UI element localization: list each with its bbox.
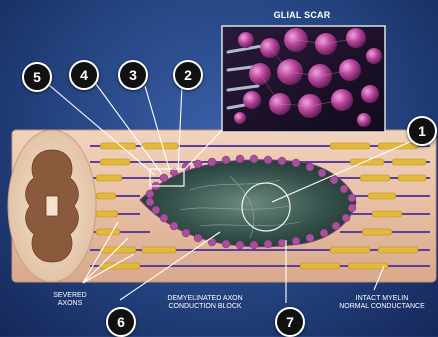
caption-severed-axons: SEVERED AXONS: [30, 292, 110, 309]
callout-6: 6: [106, 307, 136, 337]
caption-severed-line1: SEVERED: [30, 292, 110, 300]
callout-2: 2: [173, 60, 203, 90]
callout-1: 1: [407, 116, 437, 146]
caption-intact-line2: NORMAL CONDUCTANCE: [330, 303, 434, 311]
caption-severed-line2: AXONS: [30, 300, 110, 308]
callout-3: 3: [118, 60, 148, 90]
glial-scar-inset: [222, 26, 385, 132]
callout-4: 4: [69, 60, 99, 90]
callout-5: 5: [22, 62, 52, 92]
caption-demyelinated-axon: DEMYELINATED AXON CONDUCTION BLOCK: [155, 295, 255, 312]
caption-demyelinated-line1: DEMYELINATED AXON: [155, 295, 255, 303]
spinal-cord-cross-section: [8, 130, 96, 282]
caption-intact-myelin: INTACT MYELIN NORMAL CONDUCTANCE: [330, 295, 434, 312]
caption-demyelinated-line2: CONDUCTION BLOCK: [155, 303, 255, 311]
caption-intact-line1: INTACT MYELIN: [330, 295, 434, 303]
callout-7: 7: [275, 307, 305, 337]
inset-title: GLIAL SCAR: [252, 10, 352, 21]
